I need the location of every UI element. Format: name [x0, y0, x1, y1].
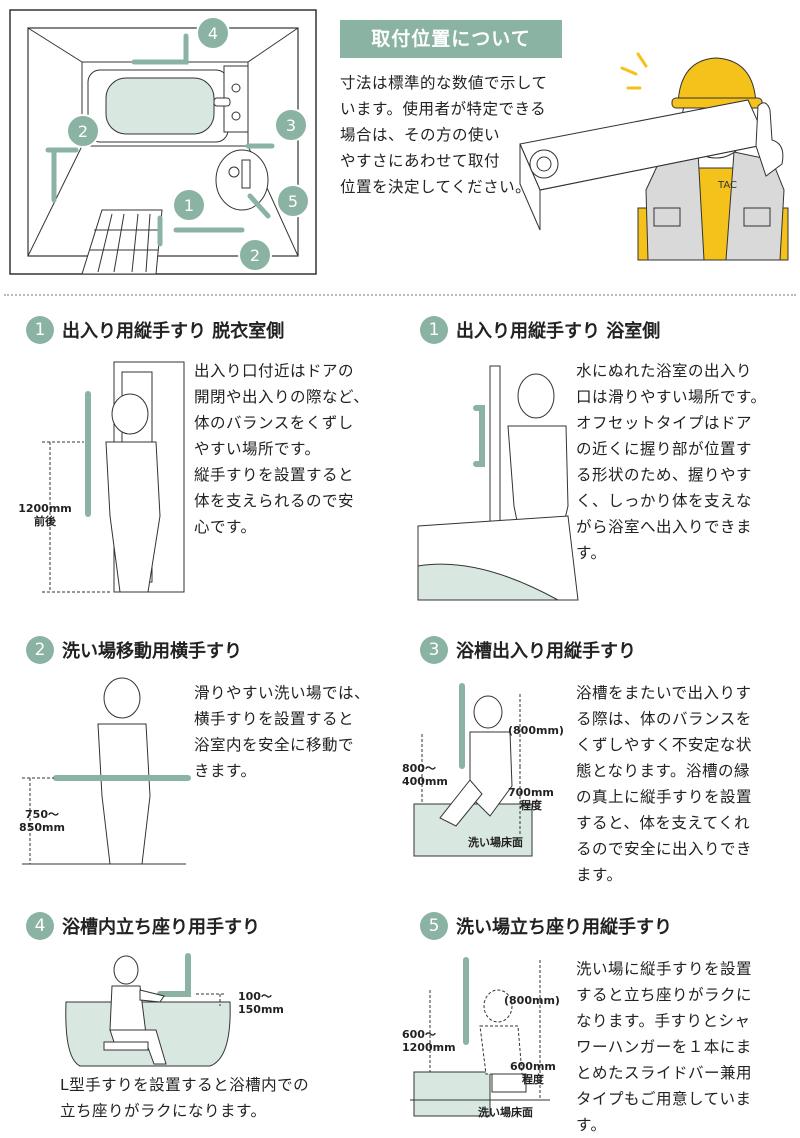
- section-1-title: 出入り用縦手すり 脱衣室側: [62, 321, 285, 342]
- marker-2-left: 2: [66, 114, 100, 148]
- section-5-title: 洗い場立ち座り用縦手すり: [456, 917, 672, 938]
- section-5-number: 5: [420, 912, 448, 940]
- section-2-header: 2 洗い場移動用横手すり: [26, 636, 242, 664]
- section-1-body: 出入り口付近はドアの 開閉や出入りの際など、 体のバランスをくずし やすい場所で…: [194, 362, 370, 536]
- section-1b-title: 出入り用縦手すり 浴室側: [456, 321, 661, 342]
- section-3-illustration: (800mm) 800～ 400mm 700mm 程度 洗い場床面: [400, 676, 570, 866]
- section-5-body: 洗い場に縦手すりを設置 すると立ち座りがラクに なります。手すりとシャ ワーハン…: [576, 960, 753, 1134]
- section-5-floor: 洗い場床面: [478, 1106, 533, 1119]
- section-3-dim-upper: (800mm): [508, 724, 564, 737]
- section-1b-header: 1 出入り用縦手すり 浴室側: [420, 316, 660, 344]
- section-4-dim: 100～ 150mm: [238, 990, 284, 1016]
- section-1-dim: 1200mm 前後: [18, 502, 72, 528]
- section-header: 取付位置について: [340, 20, 562, 58]
- section-2-body: 滑りやすい洗い場では、 横手すりを設置すると 浴室内を安全に移動で きます。: [194, 684, 371, 780]
- section-4-header: 4 浴槽内立ち座り用手すり: [26, 912, 260, 940]
- worker-illustration: TAC: [519, 40, 790, 261]
- bathroom-overview: 4 2 3 1 5 2: [9, 9, 317, 275]
- worker-badge-text: TAC: [717, 180, 737, 191]
- section-3-dim-left: 800～ 400mm: [402, 762, 448, 788]
- section-4-body: L型手すりを設置すると浴槽内での 立ち座りがラクになります。: [60, 1076, 310, 1120]
- section-3-header: 3 浴槽出入り用縦手すり: [420, 636, 636, 664]
- section-3-number: 3: [420, 636, 448, 664]
- section-1-header: 1 出入り用縦手すり 脱衣室側: [26, 316, 284, 344]
- section-3-dim-lower: 700mm 程度: [508, 786, 554, 812]
- marker-2-bottom: 2: [238, 238, 272, 272]
- section-2-illustration: 750～ 850mm: [10, 676, 191, 872]
- bathroom-illustration: [9, 9, 317, 275]
- section-2-title: 洗い場移動用横手すり: [62, 641, 242, 662]
- divider: [4, 294, 796, 296]
- section-5-illustration: (800mm) 600～ 1200mm 600mm 程度 洗い場床面: [400, 950, 570, 1126]
- section-4-illustration: 100～ 150mm: [60, 950, 300, 1070]
- section-3-body: 浴槽をまたいで出入りす る際は、体のバランスを くずしやすく不安定な状 態となり…: [576, 684, 753, 884]
- marker-4: 4: [196, 16, 230, 50]
- section-5-header: 5 洗い場立ち座り用縦手すり: [420, 912, 672, 940]
- section-1b-body: 水にぬれた浴室の出入り 口は滑りやすい場所です。 オフセットタイプはドア の近く…: [576, 362, 767, 562]
- section-4-number: 4: [26, 912, 54, 940]
- section-5-dim-left: 600～ 1200mm: [402, 1028, 456, 1054]
- section-5-dim-lower: 600mm 程度: [510, 1060, 556, 1086]
- section-1-illustration: 1200mm 前後: [10, 356, 190, 596]
- section-2-dim: 750～ 850mm: [19, 808, 65, 834]
- intro-text: 寸法は標準的な数値で示して います。使用者が特定できる 場合は、その方の使い や…: [340, 74, 548, 196]
- section-3-title: 浴槽出入り用縦手すり: [456, 641, 636, 662]
- section-1b-illustration: [417, 356, 579, 601]
- section-4-title: 浴槽内立ち座り用手すり: [62, 917, 260, 938]
- marker-3: 3: [274, 108, 308, 142]
- marker-5: 5: [276, 184, 310, 218]
- section-3-floor: 洗い場床面: [468, 836, 523, 849]
- section-2-number: 2: [26, 636, 54, 664]
- marker-1: 1: [172, 188, 206, 222]
- section-5-dim-upper: (800mm): [504, 994, 560, 1007]
- section-1-number: 1: [26, 316, 54, 344]
- section-1b-number: 1: [420, 316, 448, 344]
